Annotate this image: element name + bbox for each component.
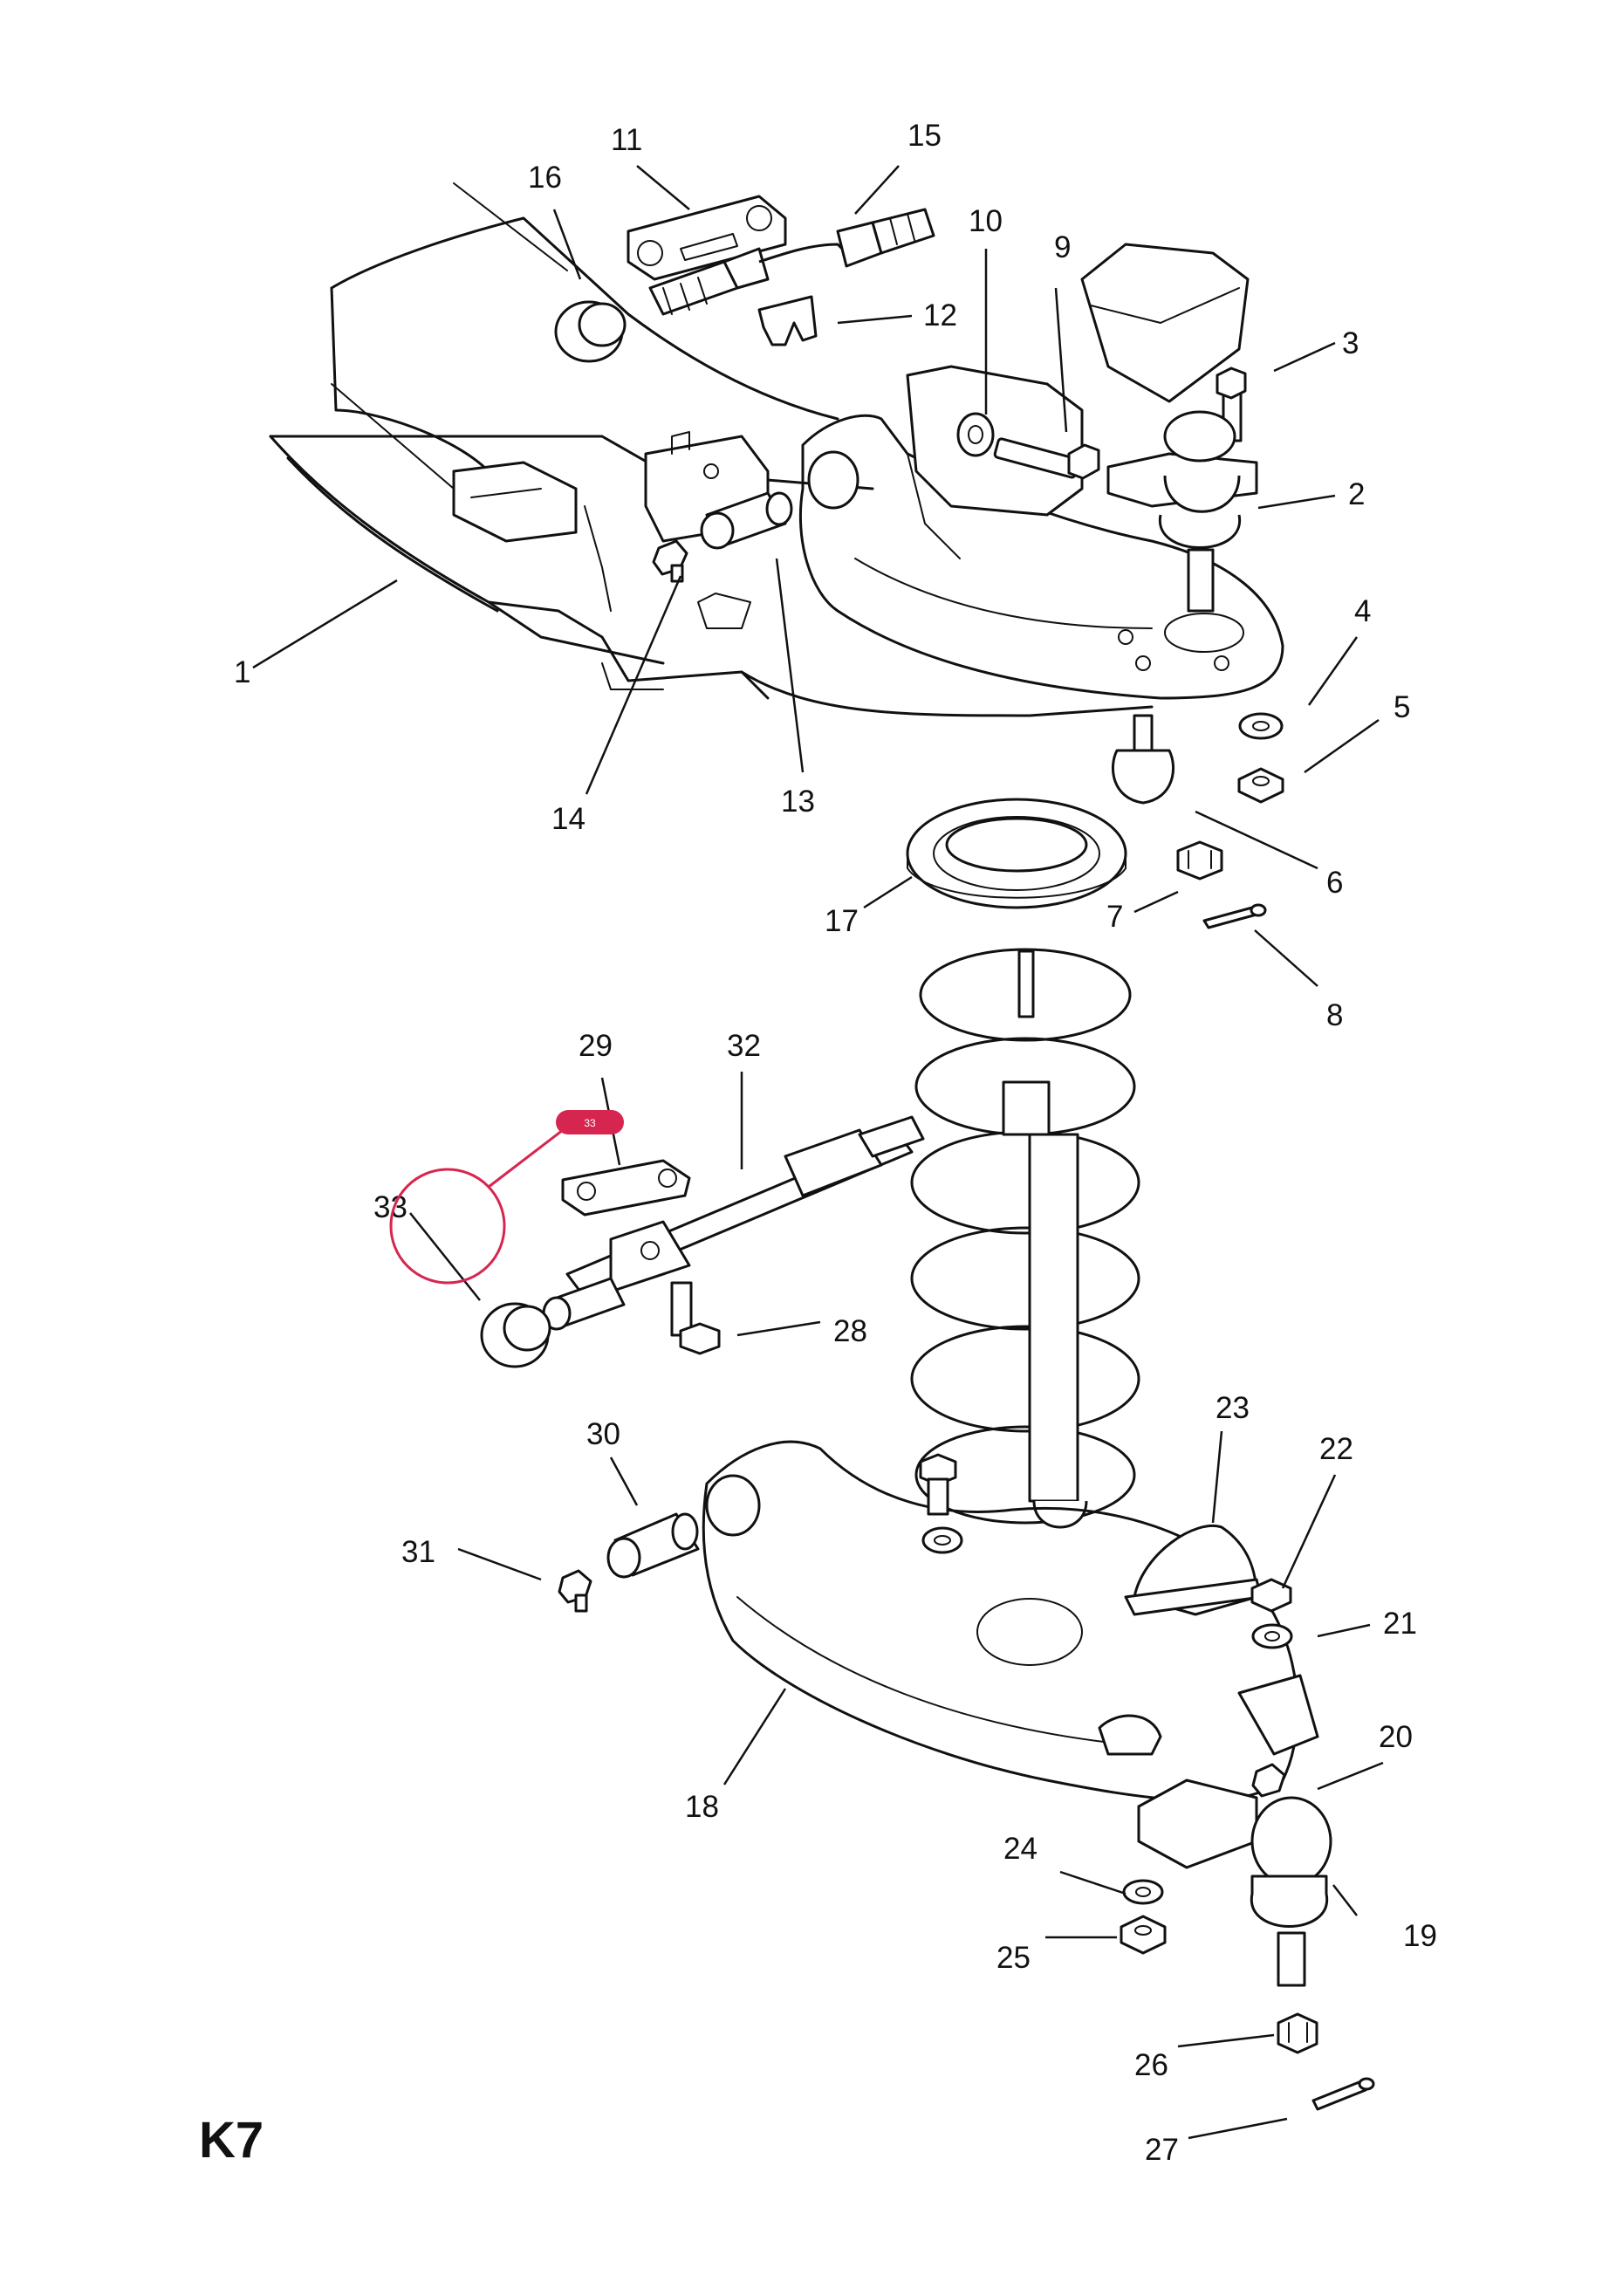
coil-spring bbox=[910, 948, 1140, 1525]
callout-28[interactable]: 28 bbox=[833, 1314, 867, 1348]
callout-8[interactable]: 8 bbox=[1326, 998, 1343, 1032]
mounting-plate-11 bbox=[627, 195, 787, 281]
cotter-pin-8 bbox=[1202, 903, 1267, 929]
bolt-28 bbox=[670, 1281, 721, 1355]
callout-12[interactable]: 12 bbox=[923, 298, 957, 332]
strut-rod-32 bbox=[542, 1115, 925, 1331]
frame-crossmember bbox=[269, 182, 1154, 717]
cotter-pin-27 bbox=[1311, 2077, 1375, 2111]
castle-nut-7 bbox=[1176, 840, 1223, 881]
grease-fitting-14 bbox=[652, 539, 688, 583]
highlight-marker[interactable]: 33 bbox=[389, 1110, 624, 1285]
callout-27[interactable]: 27 bbox=[1145, 2133, 1179, 2167]
strut-plate-29 bbox=[561, 1159, 691, 1217]
callout-30[interactable]: 30 bbox=[586, 1417, 620, 1451]
callout-26[interactable]: 26 bbox=[1134, 2048, 1168, 2082]
highlight-ring bbox=[389, 1168, 506, 1285]
callout-24[interactable]: 24 bbox=[1003, 1832, 1037, 1866]
callout-23[interactable]: 23 bbox=[1216, 1391, 1250, 1425]
spring-seat-17 bbox=[906, 798, 1127, 909]
callout-19[interactable]: 19 bbox=[1403, 1919, 1437, 1953]
callout-2[interactable]: 2 bbox=[1348, 477, 1365, 511]
upper-ball-joint-2 bbox=[1106, 410, 1258, 613]
upper-control-arm bbox=[798, 243, 1284, 700]
callout-3[interactable]: 3 bbox=[1342, 326, 1359, 360]
lower-ball-joint-19 bbox=[1137, 1779, 1332, 1987]
bushing-cap-16 bbox=[554, 300, 627, 363]
rebound-bumper-6 bbox=[1111, 714, 1175, 805]
lower-arm-washer bbox=[921, 1526, 963, 1554]
callout-20[interactable]: 20 bbox=[1379, 1720, 1413, 1754]
lock-washer-21 bbox=[1251, 1623, 1293, 1649]
leader-lines bbox=[252, 165, 1384, 2140]
shim-12 bbox=[757, 295, 818, 346]
shock-absorber bbox=[1002, 949, 1088, 1529]
callout-4[interactable]: 4 bbox=[1354, 594, 1371, 628]
pivot-shaft-15 bbox=[648, 208, 935, 316]
callout-6[interactable]: 6 bbox=[1326, 866, 1343, 900]
callout-9[interactable]: 9 bbox=[1054, 230, 1071, 264]
callout-14[interactable]: 14 bbox=[551, 802, 586, 836]
callout-22[interactable]: 22 bbox=[1319, 1432, 1353, 1466]
bushing-30 bbox=[606, 1512, 700, 1579]
lock-washer-24 bbox=[1122, 1879, 1164, 1905]
highlight-badge[interactable] bbox=[556, 1110, 624, 1134]
grease-fitting-20 bbox=[1251, 1763, 1286, 1798]
callout-11[interactable]: 11 bbox=[611, 123, 642, 157]
grease-fitting-31 bbox=[558, 1569, 592, 1613]
callout-16[interactable]: 16 bbox=[528, 161, 562, 195]
bushing-13 bbox=[700, 491, 793, 550]
nut-25 bbox=[1120, 1915, 1167, 1955]
callouts: 1 2 3 4 5 6 7 8 9 10 11 12 13 14 15 16 1… bbox=[234, 119, 1437, 2167]
nut-22 bbox=[1250, 1578, 1292, 1613]
highlight-badge-label: 33 bbox=[584, 1117, 596, 1129]
nut-5 bbox=[1237, 767, 1284, 804]
callout-32[interactable]: 32 bbox=[727, 1029, 761, 1063]
lower-arm-bolt bbox=[919, 1453, 957, 1516]
page-code: K7 bbox=[199, 2112, 264, 2169]
bushing-cap-33 bbox=[480, 1302, 551, 1368]
callout-17[interactable]: 17 bbox=[825, 904, 859, 938]
callout-7[interactable]: 7 bbox=[1106, 900, 1123, 934]
callout-1[interactable]: 1 bbox=[234, 655, 250, 689]
callout-21[interactable]: 21 bbox=[1383, 1607, 1417, 1641]
callout-5[interactable]: 5 bbox=[1394, 690, 1410, 724]
callout-10[interactable]: 10 bbox=[969, 204, 1003, 238]
upper-arm-bolt-9 bbox=[993, 437, 1100, 480]
castle-nut-26 bbox=[1277, 2012, 1318, 2054]
callout-15[interactable]: 15 bbox=[907, 119, 942, 153]
lock-washer-4 bbox=[1238, 712, 1284, 740]
washer-10 bbox=[956, 412, 995, 457]
callout-18[interactable]: 18 bbox=[685, 1790, 719, 1824]
callout-31[interactable]: 31 bbox=[401, 1535, 435, 1569]
lower-control-arm-18 bbox=[702, 1440, 1319, 1802]
highlight-connector bbox=[488, 1128, 564, 1189]
callout-29[interactable]: 29 bbox=[579, 1029, 613, 1063]
callout-25[interactable]: 25 bbox=[996, 1941, 1031, 1975]
callout-13[interactable]: 13 bbox=[781, 785, 815, 819]
bump-stop-23 bbox=[1124, 1525, 1263, 1616]
